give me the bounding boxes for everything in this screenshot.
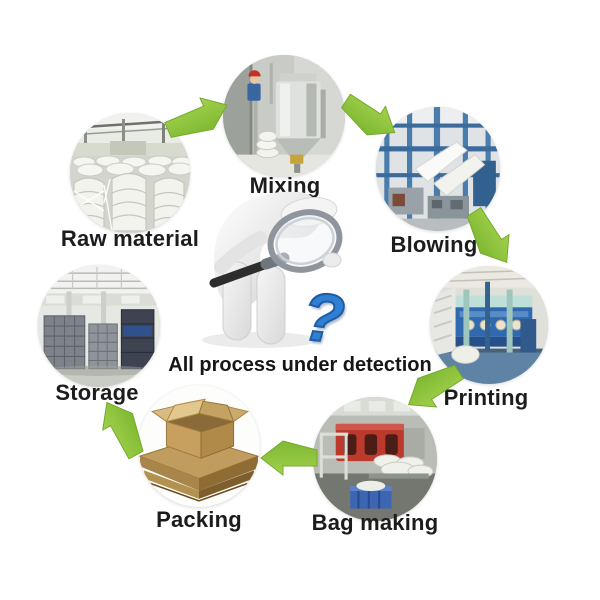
label-bag-making: Bag making	[311, 510, 439, 535]
mixing-machine-image	[223, 55, 345, 177]
label-packing: Packing	[156, 507, 242, 532]
raw-material-warehouse-image	[70, 113, 190, 233]
photo-storage	[38, 265, 160, 387]
photo-blowing	[376, 107, 500, 231]
arrow-bag-making-to-packing	[260, 440, 318, 477]
carton-packing-image	[138, 385, 260, 507]
magnifier-icon	[209, 209, 343, 288]
label-storage: Storage	[55, 380, 139, 405]
label-mixing: Mixing	[249, 173, 321, 198]
storage-warehouse-image	[38, 265, 160, 387]
diagram-caption: All process under detection	[168, 354, 432, 376]
photo-bag-making	[313, 397, 437, 521]
label-printing: Printing	[443, 385, 529, 410]
photo-packing	[138, 385, 260, 507]
film-blowing-machine-image	[376, 107, 500, 231]
photo-raw-material	[70, 113, 190, 233]
photo-mixing	[223, 55, 345, 177]
question-mark: ?	[298, 277, 349, 359]
label-raw-material: Raw material	[60, 226, 200, 251]
label-blowing: Blowing	[390, 232, 478, 257]
bag-making-machine-image	[313, 397, 437, 521]
